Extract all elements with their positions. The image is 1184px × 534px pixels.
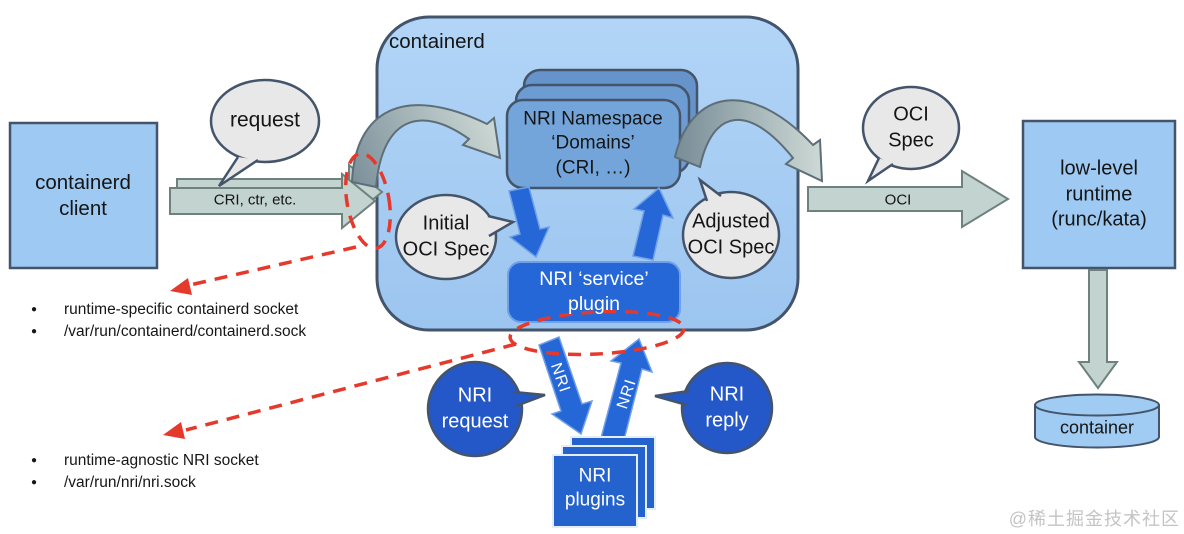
nri-plugins-label: NRI plugins: [564, 465, 626, 511]
adjusted-oci-bubble: [681, 176, 781, 280]
bullet-icon: ●: [30, 304, 38, 315]
note-text: runtime-specific containerd socket: [64, 301, 299, 318]
bullet-icon: ●: [30, 476, 38, 488]
cri-arrow-front: [169, 171, 377, 231]
oci-arrow-label: OCI: [884, 191, 912, 209]
note-row: ● runtime-specific containerd socket: [20, 301, 306, 323]
swoosh-arrow-left: [350, 104, 502, 189]
nri-request-bubble: [426, 360, 546, 458]
plugins-box-front: [552, 454, 638, 528]
nri-plugins-stack: [552, 436, 656, 528]
nri-request-label: NRI request: [441, 384, 509, 432]
cri-arrow-label: CRI, ctr, etc.: [213, 191, 297, 209]
note-text: /var/run/containerd/containerd.sock: [64, 322, 307, 340]
note-text: runtime-agnostic NRI socket: [64, 452, 259, 469]
note-text: /var/run/nri/nri.sock: [64, 473, 196, 491]
arrow-nri-reply-up: [600, 337, 654, 445]
note-row: ● /var/run/nri/nri.sock: [20, 474, 259, 496]
service-plugin-label: NRI ‘service’ plugin: [539, 268, 649, 315]
arrow-nri-request-down: [538, 336, 594, 436]
containerd-client-box: [8, 121, 159, 270]
arrow-namespace-to-plugin: [508, 186, 551, 259]
containerd-title: containerd: [389, 30, 485, 53]
low-level-runtime-box: [1021, 119, 1177, 270]
container-cylinder: [1034, 393, 1160, 449]
cylinder-body: [1034, 405, 1160, 449]
runtime-box-label: low-level runtime (runc/kata): [1051, 157, 1147, 231]
arrow-runtime-to-container: [1077, 269, 1119, 390]
client-box-label: containerd client: [35, 170, 131, 220]
red-line-nri-socket: [185, 342, 517, 432]
arrow-plugin-to-namespace: [632, 186, 675, 261]
red-annotations: [185, 151, 686, 432]
adjusted-oci-label: Adjusted OCI Spec: [687, 210, 775, 258]
red-arrowhead-containerd-socket: [170, 278, 192, 295]
cri-arrow: [169, 162, 384, 231]
swoosh-arrow-right: [673, 99, 824, 183]
red-arrowhead-nri-socket: [163, 422, 185, 439]
nri-socket-notes: ● runtime-agnostic NRI socket ● /var/run…: [20, 452, 259, 495]
containerd-socket-notes: ● runtime-specific containerd socket ● /…: [20, 301, 306, 344]
nri-reply-label: NRI reply: [705, 383, 749, 431]
request-bubble: [209, 78, 321, 188]
namespace-stack-label: NRI Namespace ‘Domains’ (CRI, …): [523, 108, 663, 179]
oci-spec-bubble-label: OCI Spec: [888, 103, 934, 151]
red-circle-nri-socket: [508, 309, 686, 357]
bullet-icon: ●: [30, 325, 38, 337]
note-row: ● /var/run/containerd/containerd.sock: [20, 323, 306, 345]
container-label: container: [1059, 417, 1135, 438]
nri-service-plugin-box: [507, 261, 681, 323]
initial-oci-label: Initial OCI Spec: [402, 212, 490, 260]
bullet-icon: ●: [30, 455, 38, 466]
cylinder-top: [1034, 393, 1160, 417]
red-line-containerd-socket: [189, 245, 357, 287]
nri-reply-bubble: [654, 361, 774, 455]
note-row: ● runtime-agnostic NRI socket: [20, 452, 259, 474]
oci-arrow: [807, 169, 1010, 229]
request-bubble-label: request: [229, 108, 301, 132]
watermark: @稀土掘金技术社区: [1008, 509, 1180, 529]
red-circle-containerd-socket: [343, 151, 393, 251]
oci-spec-bubble: [861, 85, 961, 185]
initial-oci-bubble: [394, 193, 517, 281]
